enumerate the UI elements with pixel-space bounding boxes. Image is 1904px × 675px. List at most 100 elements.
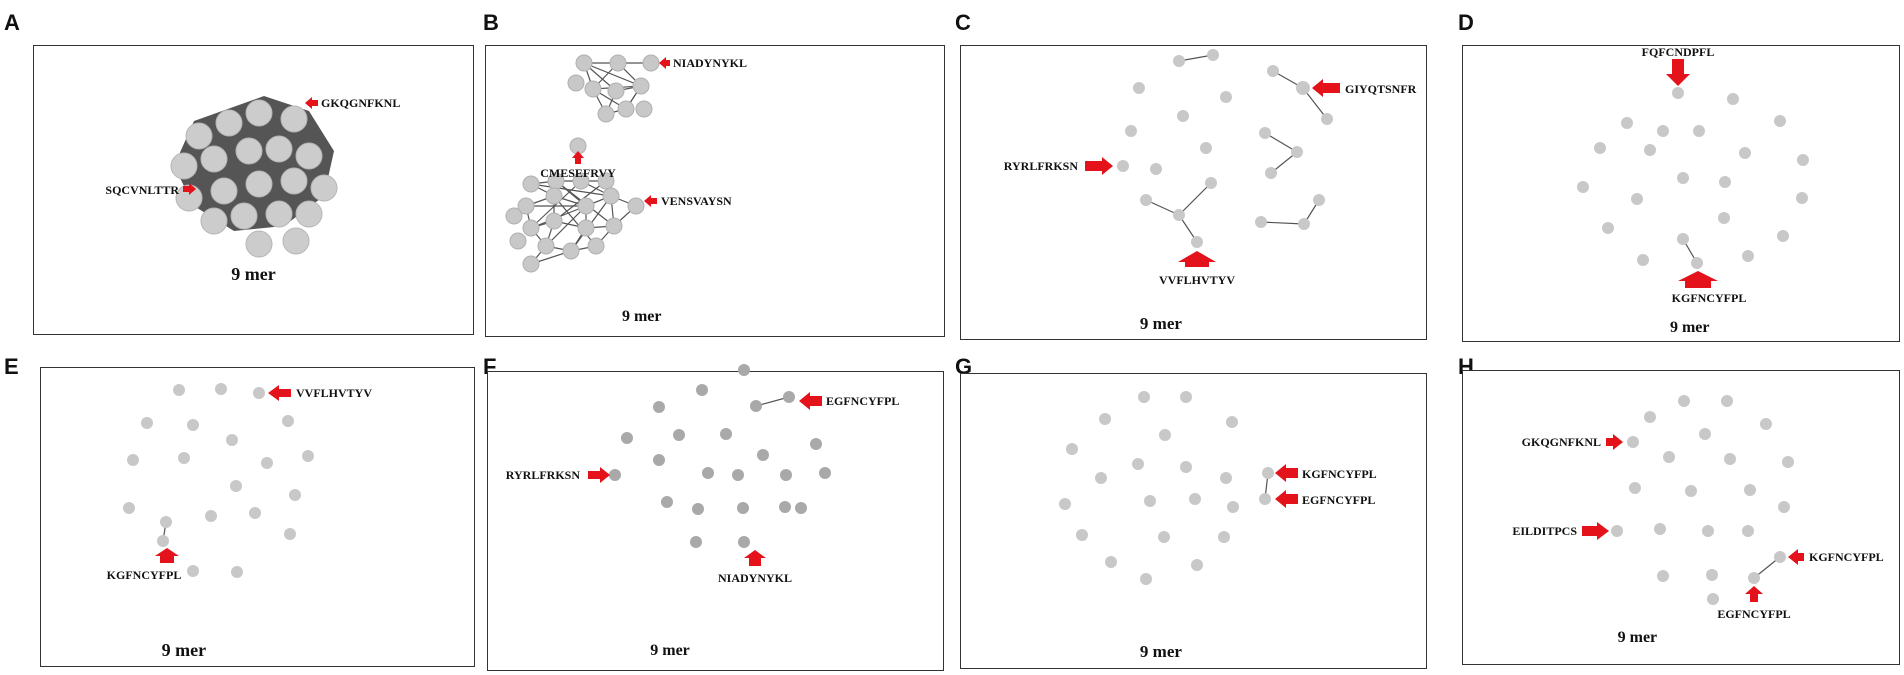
- panel-caption-h: 9 mer: [1617, 629, 1658, 646]
- panel-caption-c: 9 mer: [1139, 314, 1182, 333]
- arrow-niadynykl: NIADYNYKL: [718, 550, 792, 585]
- arrow-icon: [1178, 251, 1216, 267]
- arrow-kgfncyfpl: KGFNCYFPL: [1275, 464, 1377, 482]
- arrow-fqfcndpfl: FQFCNDPFL: [1642, 45, 1715, 86]
- arrow-giyqtsnfr: GIYQTSNFR: [1312, 79, 1417, 97]
- arrow-eilditpcs: EILDITPCS: [1512, 522, 1609, 540]
- network-graph-d: FQFCNDPFL KGFNCYFPL: [1577, 45, 1809, 305]
- arrow-icon: [183, 183, 196, 195]
- nodes-d: [1577, 87, 1809, 269]
- panel-a: GKQGNFKNL SQCVNLTTR 9 mer: [33, 45, 474, 335]
- arrow-egfncyfpl: EGFNCYFPL: [1717, 586, 1791, 621]
- network-graph-e: VVFLHVTYV KGFNCYFPL: [107, 383, 372, 582]
- panel-caption-g: 9 mer: [1139, 642, 1182, 661]
- nodes-h: [1611, 395, 1794, 605]
- label-kgfncyfpl: KGFNCYFPL: [1672, 291, 1747, 305]
- label-eilditpcs: EILDITPCS: [1512, 524, 1577, 538]
- arrow-icon: [1085, 157, 1113, 175]
- label-niadynykl: NIADYNYKL: [673, 56, 747, 70]
- arrow-icon: [588, 467, 610, 483]
- arrow-icon: [268, 385, 291, 401]
- arrow-icon: [1788, 549, 1804, 565]
- label-vvflhvtyv: VVFLHVTYV: [1159, 273, 1235, 287]
- label-ryrlfrksn: RYRLFRKSN: [506, 468, 581, 482]
- nodes-f: [609, 364, 831, 548]
- arrow-egfncyfpl: EGFNCYFPL: [1275, 490, 1375, 508]
- arrow-icon: [572, 151, 584, 164]
- panel-caption-b: 9 mer: [621, 308, 662, 325]
- panel-e: VVFLHVTYV KGFNCYFPL 9 mer: [40, 367, 475, 667]
- network-graph-b: NIADYNYKL CMESEFRVY VENSVAYSN: [505, 54, 747, 273]
- arrow-icon: [1606, 434, 1623, 450]
- label-kgfncyfpl: KGFNCYFPL: [107, 568, 182, 582]
- panel-c: GIYQTSNFR RYRLFRKSN VVFLHVTYV 9 mer: [960, 45, 1427, 340]
- arrow-kgfncyfpl: KGFNCYFPL: [1788, 549, 1884, 565]
- panel-b: NIADYNYKL CMESEFRVY VENSVAYSN 9 mer: [485, 45, 945, 337]
- arrow-icon: [1666, 59, 1690, 86]
- panel-caption-d: 9 mer: [1669, 319, 1710, 336]
- arrow-icon: [1275, 464, 1298, 482]
- nodes-e: [123, 383, 314, 578]
- arrow-icon: [1275, 490, 1298, 508]
- panel-caption-a: 9 mer: [231, 264, 276, 284]
- panel-letter-c: C: [955, 10, 971, 35]
- label-kgfncyfpl: KGFNCYFPL: [1809, 550, 1884, 564]
- arrow-vvflhvtyv: VVFLHVTYV: [1159, 251, 1235, 287]
- arrow-kgfncyfpl: KGFNCYFPL: [107, 548, 182, 582]
- arrow-icon: [1582, 522, 1609, 540]
- label-vensvaysn: VENSVAYSN: [661, 194, 732, 208]
- arrow-kgfncyfpl: KGFNCYFPL: [1672, 271, 1747, 305]
- label-gkqgnfknl: GKQGNFKNL: [321, 96, 400, 110]
- label-sqcvnlttr: SQCVNLTTR: [105, 183, 179, 197]
- arrow-icon: [1312, 79, 1340, 97]
- panel-f: EGFNCYFPL RYRLFRKSN NIADYNYKL 9 mer: [487, 364, 944, 671]
- arrow-icon: [1745, 586, 1763, 602]
- panel-d: FQFCNDPFL KGFNCYFPL 9 mer: [1462, 45, 1900, 342]
- arrow-icon: [744, 550, 766, 566]
- network-graph-h: GKQGNFKNL EILDITPCS KGFNCYFPL EGFNCYFPL: [1512, 395, 1884, 621]
- label-kgfncyfpl: KGFNCYFPL: [1302, 467, 1377, 481]
- label-giyqtsnfr: GIYQTSNFR: [1345, 82, 1417, 96]
- arrow-icon: [659, 57, 670, 69]
- label-niadynykl: NIADYNYKL: [718, 571, 792, 585]
- network-graph-a: GKQGNFKNL SQCVNLTTR: [105, 96, 400, 258]
- label-egfncyfpl: EGFNCYFPL: [1302, 493, 1375, 507]
- arrow-gkqgnfknl: GKQGNFKNL: [1522, 434, 1623, 450]
- panel-letter-e: E: [4, 354, 19, 379]
- panel-letter-a: A: [4, 10, 20, 35]
- arrow-gkqgnfknl: GKQGNFKNL: [305, 96, 400, 110]
- arrow-vvflhvtyv: VVFLHVTYV: [268, 385, 372, 401]
- arrow-sqcvnlttr: SQCVNLTTR: [105, 183, 196, 197]
- nodes-c: [1117, 49, 1333, 248]
- label-cmesefrvy: CMESEFRVY: [540, 166, 616, 180]
- node-cluster-a: [170, 99, 338, 258]
- arrow-egfncyfpl: EGFNCYFPL: [799, 392, 899, 410]
- panel-caption-e: 9 mer: [161, 640, 207, 660]
- panel-caption-f: 9 mer: [650, 642, 690, 659]
- arrow-ryrlfrksn: RYRLFRKSN: [1004, 157, 1113, 175]
- panel-letter-b: B: [483, 10, 499, 35]
- network-graph-g: KGFNCYFPL EGFNCYFPL: [1059, 391, 1377, 585]
- nodes-g: [1059, 391, 1274, 585]
- label-egfncyfpl: EGFNCYFPL: [1717, 607, 1790, 621]
- network-graph-f: EGFNCYFPL RYRLFRKSN NIADYNYKL: [506, 364, 899, 585]
- label-egfncyfpl: EGFNCYFPL: [826, 394, 899, 408]
- arrow-icon: [799, 392, 822, 410]
- label-vvflhvtyv: VVFLHVTYV: [296, 386, 372, 400]
- arrow-icon: [155, 548, 179, 563]
- arrow-niadynykl: NIADYNYKL: [659, 56, 747, 70]
- label-ryrlfrksn: RYRLFRKSN: [1004, 159, 1079, 173]
- panel-g: KGFNCYFPL EGFNCYFPL 9 mer: [960, 373, 1427, 669]
- label-gkqgnfknl: GKQGNFKNL: [1522, 435, 1601, 449]
- network-graph-c: GIYQTSNFR RYRLFRKSN VVFLHVTYV: [1004, 49, 1417, 287]
- arrow-icon: [1678, 271, 1718, 288]
- arrow-ryrlfrksn: RYRLFRKSN: [506, 467, 610, 483]
- panel-letter-d: D: [1458, 10, 1474, 35]
- arrow-cmesefrvy: CMESEFRVY: [540, 151, 616, 180]
- arrow-vensvaysn: VENSVAYSN: [644, 194, 732, 208]
- nodes-b: [505, 54, 660, 273]
- arrow-icon: [644, 195, 657, 207]
- arrow-icon: [305, 97, 318, 109]
- panel-letter-g: G: [955, 354, 973, 379]
- label-fqfcndpfl: FQFCNDPFL: [1642, 45, 1715, 59]
